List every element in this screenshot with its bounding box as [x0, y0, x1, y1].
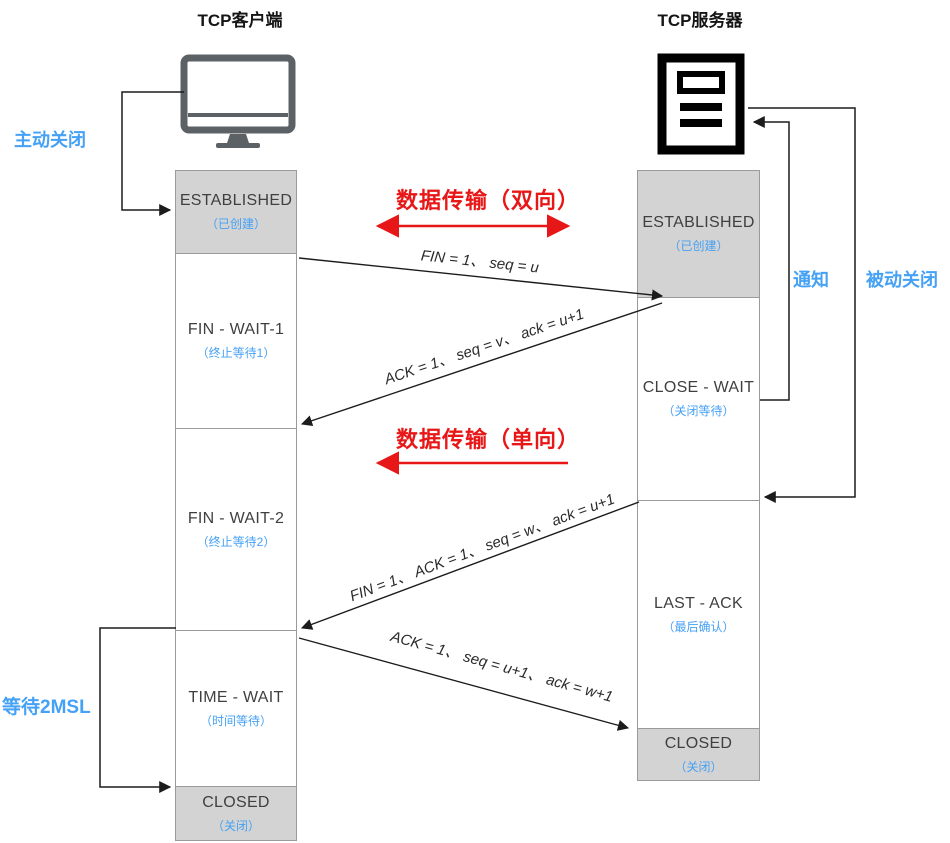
state-name: CLOSED [202, 793, 270, 811]
ack-arrow [300, 302, 663, 427]
fin-label: FIN = 1、 seq = u [420, 247, 540, 277]
notify-label: 通知 [793, 270, 829, 290]
client-state-fin-wait-1: FIN - WAIT-1 （终止等待1） [175, 253, 297, 429]
server-title: TCP服务器 [657, 11, 743, 30]
passive-close-connector [748, 107, 856, 503]
state-subtitle: （关闭） [211, 818, 260, 833]
state-subtitle: （时间等待） [199, 713, 272, 728]
server-state-established: ESTABLISHED （已创建） [637, 170, 760, 298]
bidirectional-transfer-label: 数据传输（双向） [395, 188, 581, 213]
passive-close-label: 被动关闭 [866, 270, 938, 290]
client-state-time-wait: TIME - WAIT （时间等待） [175, 630, 297, 787]
state-name: FIN - WAIT-1 [187, 321, 285, 338]
active-close-label: 主动关闭 [14, 130, 86, 150]
server-state-close-wait: CLOSE - WAIT （关闭等待） [637, 297, 760, 501]
state-subtitle: （关闭等待） [662, 404, 735, 418]
server-document-icon [656, 52, 746, 161]
wait-2msl-label: 等待2MSL [2, 697, 91, 718]
state-subtitle: （已创建） [668, 239, 729, 253]
state-name: TIME - WAIT [188, 688, 284, 706]
state-name: ESTABLISHED [642, 214, 755, 231]
state-subtitle: （最后确认） [662, 619, 735, 634]
state-subtitle: （关闭） [674, 759, 723, 774]
server-state-last-ack: LAST - ACK （最后确认） [637, 500, 760, 729]
state-subtitle: （终止等待1） [196, 346, 276, 360]
last-ack-label: ACK = 1、 seq = u+1、 ack = w+1 [388, 628, 615, 706]
state-name: FIN - WAIT-2 [187, 509, 285, 527]
unidirectional-transfer-label: 数据传输（单向） [395, 427, 581, 452]
client-state-fin-wait-2: FIN - WAIT-2 （终止等待2） [175, 428, 297, 631]
server-state-closed: CLOSED （关闭） [637, 728, 760, 781]
state-subtitle: （已创建） [205, 217, 266, 231]
state-name: CLOSE - WAIT [642, 379, 755, 396]
fin-ack-label: FIN = 1、 ACK = 1、 seq = w、 ack = u+1 [347, 490, 618, 606]
client-state-established: ESTABLISHED （已创建） [175, 170, 297, 254]
client-monitor-icon [178, 52, 298, 157]
ack-label: ACK = 1、 seq = v、 ack = u+1 [382, 305, 587, 389]
state-name: CLOSED [664, 734, 733, 752]
state-subtitle: （终止等待2） [196, 534, 276, 549]
fin-ack-arrow [300, 501, 640, 630]
client-state-closed: CLOSED （关闭） [175, 786, 297, 841]
state-name: ESTABLISHED [179, 192, 293, 209]
wait-2msl-connector [99, 627, 176, 793]
state-name: LAST - ACK [654, 594, 743, 612]
client-title: TCP客户端 [197, 11, 283, 30]
